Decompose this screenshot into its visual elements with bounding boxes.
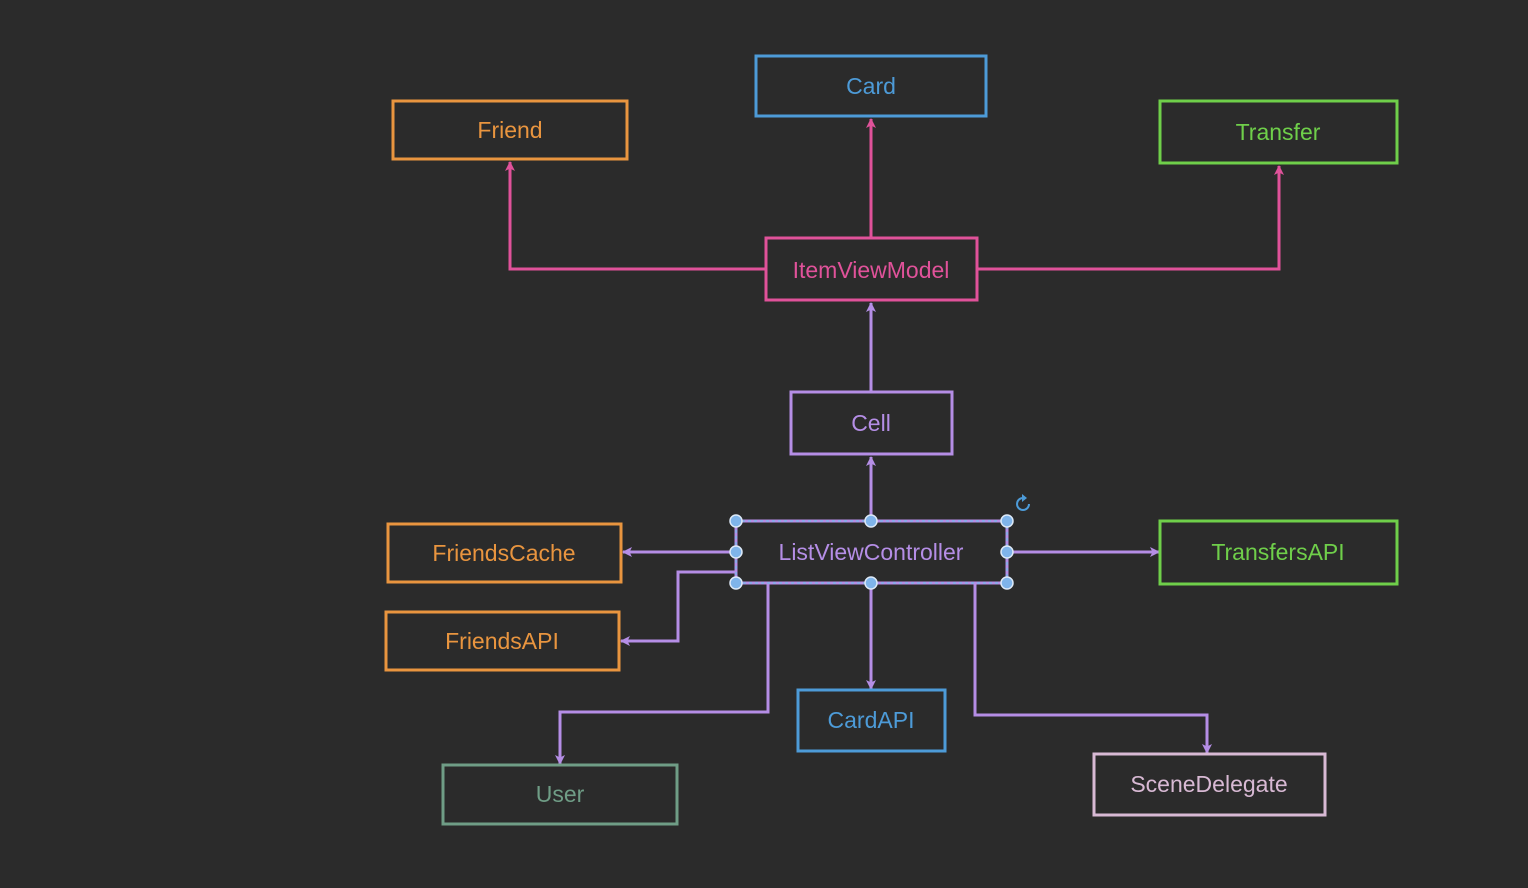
node-transfer[interactable]: Transfer xyxy=(1158,99,1399,165)
rotate-icon[interactable] xyxy=(1016,494,1030,511)
resize-handle-bottom[interactable] xyxy=(864,576,878,590)
node-scene-delegate-label: SceneDelegate xyxy=(1130,771,1287,797)
edge-listviewcontroller-user[interactable] xyxy=(555,583,770,765)
node-card[interactable]: Card xyxy=(754,54,988,118)
node-cell-label: Cell xyxy=(851,410,891,436)
resize-handle-right[interactable] xyxy=(1000,545,1014,559)
node-friend[interactable]: Friend xyxy=(391,99,629,161)
edge-listviewcontroller-scenedelegate[interactable] xyxy=(973,583,1212,754)
node-scene-delegate[interactable]: SceneDelegate xyxy=(1092,752,1327,817)
node-transfers-api[interactable]: TransfersAPI xyxy=(1158,519,1399,586)
node-user-label: User xyxy=(536,781,585,807)
node-friend-label: Friend xyxy=(477,117,542,143)
resize-handle-left[interactable] xyxy=(729,545,743,559)
resize-handle-bottom-left[interactable] xyxy=(729,576,743,590)
node-user[interactable]: User xyxy=(441,763,679,826)
node-item-view-model[interactable]: ItemViewModel xyxy=(764,236,979,302)
node-friends-cache[interactable]: FriendsCache xyxy=(386,522,623,584)
node-friends-api-label: FriendsAPI xyxy=(445,628,559,654)
resize-handle-top-right[interactable] xyxy=(1000,514,1014,528)
node-list-view-controller-label: ListViewController xyxy=(779,539,964,565)
selection-handles xyxy=(729,514,1014,590)
node-transfers-api-label: TransfersAPI xyxy=(1211,539,1344,565)
node-card-api[interactable]: CardAPI xyxy=(796,688,947,753)
edge-itemviewmodel-friend[interactable] xyxy=(505,161,766,271)
node-card-api-label: CardAPI xyxy=(828,707,915,733)
node-friends-api[interactable]: FriendsAPI xyxy=(384,610,621,672)
resize-handle-top-left[interactable] xyxy=(729,514,743,528)
node-friends-cache-label: FriendsCache xyxy=(432,540,575,566)
edge-itemviewmodel-transfer[interactable] xyxy=(977,165,1284,271)
node-item-view-model-label: ItemViewModel xyxy=(793,257,950,283)
node-transfer-label: Transfer xyxy=(1236,119,1321,145)
resize-handle-top[interactable] xyxy=(864,514,878,528)
edge-listviewcontroller-friendsapi[interactable] xyxy=(620,570,736,646)
resize-handle-bottom-right[interactable] xyxy=(1000,576,1014,590)
node-card-label: Card xyxy=(846,73,896,99)
node-list-view-controller[interactable]: ListViewController xyxy=(734,519,1009,585)
node-cell[interactable]: Cell xyxy=(789,390,954,456)
